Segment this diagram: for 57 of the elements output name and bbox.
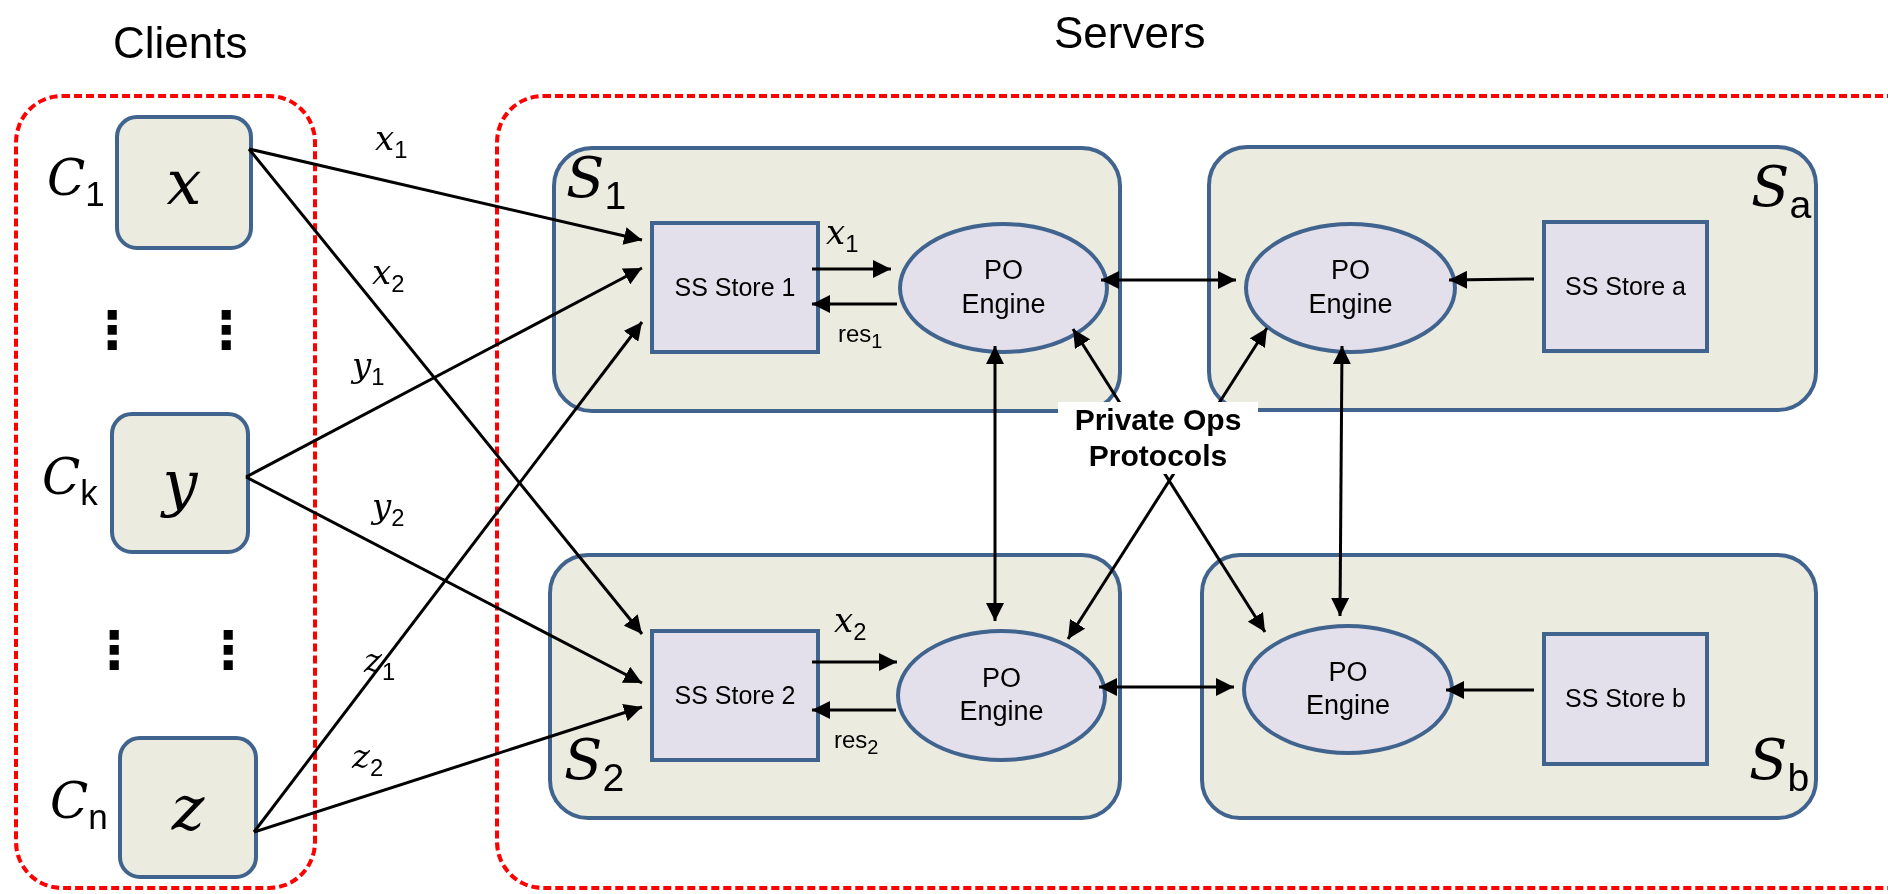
arrow bbox=[986, 346, 1004, 621]
server-box bbox=[548, 553, 1122, 820]
arrow bbox=[812, 701, 896, 719]
ellipsis: ⋮ bbox=[86, 300, 138, 360]
node-label: PO Engine bbox=[960, 254, 1047, 321]
group-title: Servers bbox=[1054, 8, 1206, 58]
client-value: y bbox=[159, 445, 199, 522]
node-label: PO Engine bbox=[1304, 655, 1392, 723]
store-box bbox=[650, 221, 820, 354]
server-name: S$_{a}$ bbox=[1751, 154, 1812, 228]
edge-label: x$_{2}$ bbox=[372, 252, 405, 298]
edge-label: x$_{1}$ bbox=[375, 118, 408, 164]
edge-label: y$_{2}$ bbox=[372, 486, 405, 532]
arrow bbox=[245, 475, 643, 685]
edge-label: x$_{1}$ bbox=[826, 212, 859, 258]
edge-label: res$_{2}$ bbox=[834, 726, 879, 759]
store-box bbox=[1542, 220, 1709, 353]
arrow bbox=[248, 147, 643, 245]
client-name: C$_{n}$ bbox=[50, 772, 108, 837]
node-label: PO Engine bbox=[1307, 254, 1394, 321]
edge-label: z$_{2}$ bbox=[352, 736, 384, 782]
store-box bbox=[1542, 632, 1709, 766]
group-title: Clients bbox=[113, 18, 248, 68]
ellipsis: ⋮ bbox=[200, 300, 252, 360]
client-value: z bbox=[170, 769, 206, 846]
node-label: SS Store 1 bbox=[673, 271, 797, 303]
arrow bbox=[1331, 346, 1351, 616]
arrow bbox=[245, 266, 643, 479]
arrow bbox=[1101, 271, 1236, 289]
arrow bbox=[252, 321, 644, 833]
arrow bbox=[1099, 678, 1234, 696]
arrow bbox=[812, 295, 897, 313]
node-label: PO Engine bbox=[958, 661, 1045, 729]
ellipsis: ⋮ bbox=[202, 620, 254, 680]
arrow bbox=[253, 703, 643, 834]
server-box bbox=[1207, 145, 1818, 412]
edge-label: x$_{2}$ bbox=[834, 600, 867, 646]
node-label: SS Store a bbox=[1564, 270, 1687, 302]
node-label: SS Store b bbox=[1564, 683, 1687, 715]
edge-label: res$_{1}$ bbox=[838, 320, 883, 353]
arrow bbox=[812, 260, 891, 278]
server-name: S$_{b}$ bbox=[1749, 727, 1810, 801]
protocol-label: Private Ops Protocols bbox=[1058, 402, 1258, 474]
edge-label: y$_{1}$ bbox=[352, 345, 385, 391]
arrow bbox=[1449, 270, 1534, 289]
arrow bbox=[812, 653, 897, 671]
server-name: S$_{2}$ bbox=[564, 727, 625, 801]
server-name: S$_{1}$ bbox=[566, 145, 627, 219]
arrow bbox=[247, 148, 644, 635]
store-box bbox=[650, 629, 820, 762]
client-value: x bbox=[165, 144, 203, 221]
node-label: SS Store 2 bbox=[673, 679, 797, 711]
ellipsis: ⋮ bbox=[88, 620, 140, 680]
server-box bbox=[1200, 553, 1818, 820]
client-name: C$_{k}$ bbox=[42, 448, 98, 513]
arrow bbox=[1446, 681, 1534, 699]
client-name: C$_{1}$ bbox=[47, 149, 105, 214]
